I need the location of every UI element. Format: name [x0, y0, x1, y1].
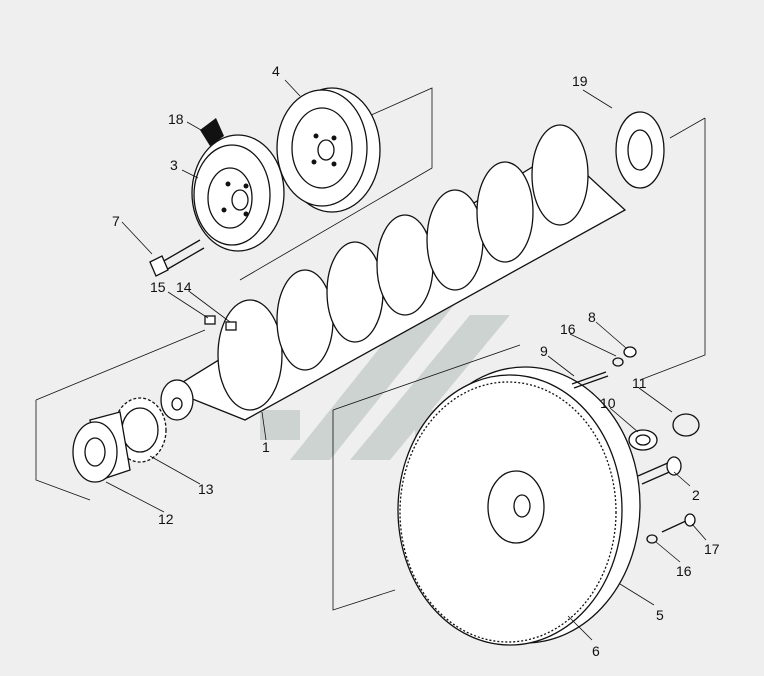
pulley-bolt — [149, 239, 205, 277]
callout-18: 18 — [168, 111, 184, 127]
callout-16: 16 — [560, 321, 576, 337]
flywheel — [397, 366, 641, 646]
crankshaft — [160, 111, 665, 421]
flywheel-bolt-short — [646, 513, 696, 544]
belt-segment — [200, 118, 224, 146]
callout-2: 2 — [692, 487, 700, 503]
flywheel-bolt — [637, 456, 682, 485]
callout-9: 9 — [540, 343, 548, 359]
ring-gear — [399, 381, 617, 643]
callout-4: 4 — [272, 63, 280, 79]
callout-8: 8 — [588, 309, 596, 325]
reference-frame — [35, 87, 706, 611]
callout-13: 13 — [198, 481, 214, 497]
hub — [72, 411, 131, 483]
stud-bolt — [571, 346, 637, 389]
callout-5: 5 — [656, 607, 664, 623]
callout-19: 19 — [572, 73, 588, 89]
leader-lines — [105, 79, 707, 641]
callout-1: 1 — [262, 439, 270, 455]
crankshaft-gear — [113, 397, 167, 463]
bearing — [628, 429, 658, 451]
pulley — [191, 134, 285, 252]
callout-16-lower: 16 — [676, 563, 692, 579]
callout-11: 11 — [632, 375, 647, 391]
callout-15: 15 — [150, 279, 166, 295]
callout-6: 6 — [592, 643, 600, 659]
callout-3: 3 — [170, 157, 178, 173]
callout-10: 10 — [600, 395, 616, 411]
callout-12: 12 — [158, 511, 174, 527]
callout-7: 7 — [112, 213, 120, 229]
vibration-damper — [276, 87, 381, 213]
callout-17: 17 — [704, 541, 720, 557]
snap-ring — [672, 413, 700, 437]
callouts: 4 19 18 3 7 15 14 1 13 12 8 16 9 11 10 2… — [112, 63, 720, 659]
key-pin — [204, 315, 237, 331]
callout-14: 14 — [176, 279, 192, 295]
